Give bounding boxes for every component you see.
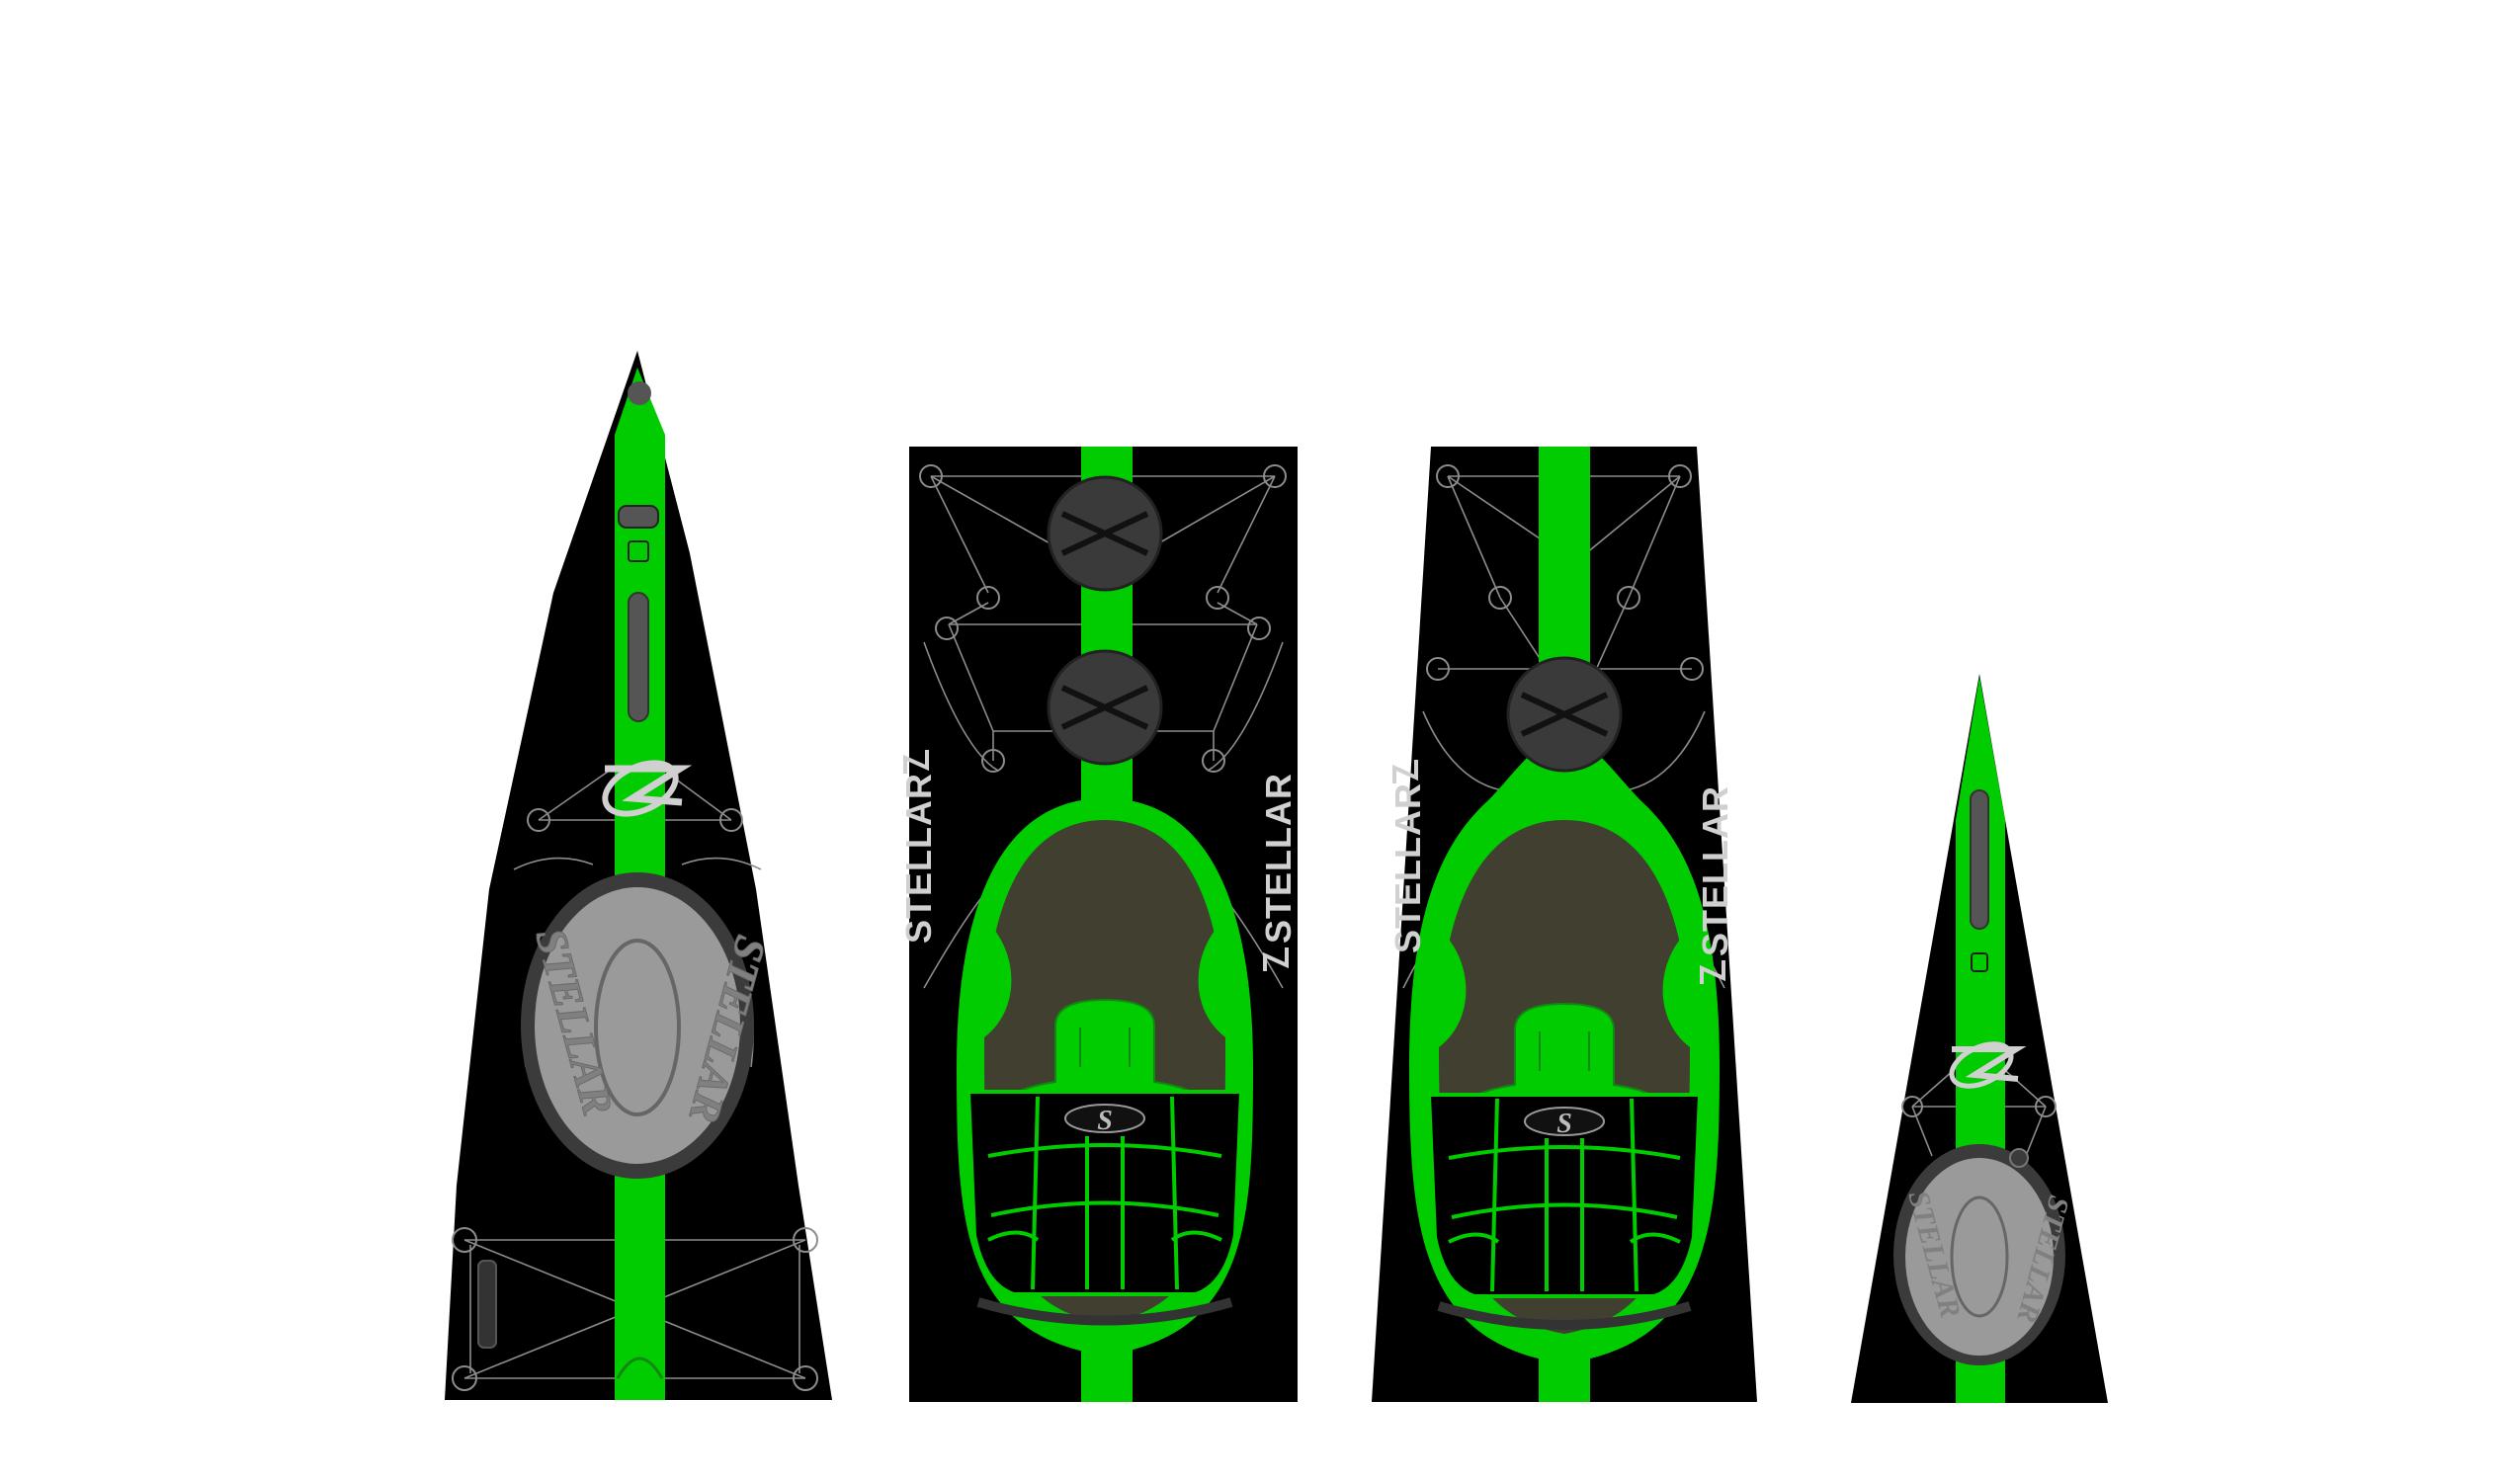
front-cockpit-right-brace: [1198, 919, 1225, 1037]
bow-bungee-strap-icon: [477, 1260, 497, 1349]
front-cockpit-left-brace: [984, 919, 1012, 1037]
bow-handle-icon: [618, 505, 659, 529]
front-cockpit-hub-2-icon: [1047, 649, 1163, 766]
rear-cockpit-left-swoosh-icon: [1392, 760, 1418, 783]
bow-toggle-icon: [628, 381, 651, 405]
bow-section: STELLAR STELLAR: [445, 351, 832, 1400]
stern-hatch-cover: [1905, 1158, 2054, 1356]
stern-eyelets: [1901, 1096, 2057, 1117]
bow-rail-icon: [628, 592, 649, 722]
rear-cockpit-right-swoosh-icon: [1700, 960, 1725, 984]
bow-swoosh-logo-icon: [602, 760, 693, 817]
rear-cockpit-left-brace: [1439, 929, 1467, 1047]
front-cockpit-seat-logo: S: [1064, 1104, 1145, 1136]
rear-cockpit-seat-logo-text: S: [1556, 1109, 1572, 1139]
stern-section: STELLAR STELLAR: [1851, 674, 2108, 1403]
rear-cockpit-seat: [1426, 1093, 1703, 1298]
front-cockpit-right-wordmark: STELLAR: [1258, 773, 1299, 971]
rear-cockpit-left-wordmark: STELLAR: [1387, 760, 1428, 953]
front-cockpit-seat: [966, 1090, 1244, 1296]
stern-rail-icon: [1970, 789, 1989, 930]
rear-cockpit-hub-icon: [1506, 656, 1623, 773]
rear-cockpit-right-wordmark-text: STELLAR: [1695, 785, 1735, 956]
front-cockpit-eyelets: [919, 464, 1287, 773]
bow-deck-eyelets: [452, 808, 818, 1391]
front-cockpit-seat-logo-text: S: [1097, 1106, 1113, 1136]
bow-deck-fitting-icon: [628, 540, 649, 562]
rear-cockpit-seat-logo: S: [1524, 1107, 1605, 1139]
front-cockpit-right-wordmark-text: STELLAR: [1258, 773, 1299, 944]
rear-cockpit-section: S STELLAR STELLAR: [1372, 447, 1757, 1402]
front-cockpit-section: S STELLAR STELLAR: [898, 447, 1299, 1402]
bow-hatch-cover: [535, 887, 740, 1164]
front-cockpit-left-wordmark: STELLAR: [898, 750, 939, 944]
front-cockpit-left-swoosh-icon: [903, 750, 929, 774]
rear-cockpit-right-brace: [1662, 929, 1690, 1047]
front-cockpit-right-swoosh-icon: [1263, 947, 1289, 971]
stern-hatch: STELLAR STELLAR: [1893, 1144, 2075, 1365]
stern-deck-fitting-icon: [1971, 952, 1988, 972]
rear-cockpit-right-wordmark: STELLAR: [1695, 785, 1735, 984]
bow-bottom-handle-icon: [616, 1357, 664, 1379]
stern-swoosh-logo-icon: [1949, 1041, 2027, 1089]
rear-cockpit-eyelets: [1426, 464, 1704, 681]
front-cockpit-left-wordmark-text: STELLAR: [898, 773, 939, 944]
rear-cockpit-left-wordmark-text: STELLAR: [1387, 782, 1428, 953]
front-cockpit-hub-1-icon: [1047, 475, 1163, 592]
